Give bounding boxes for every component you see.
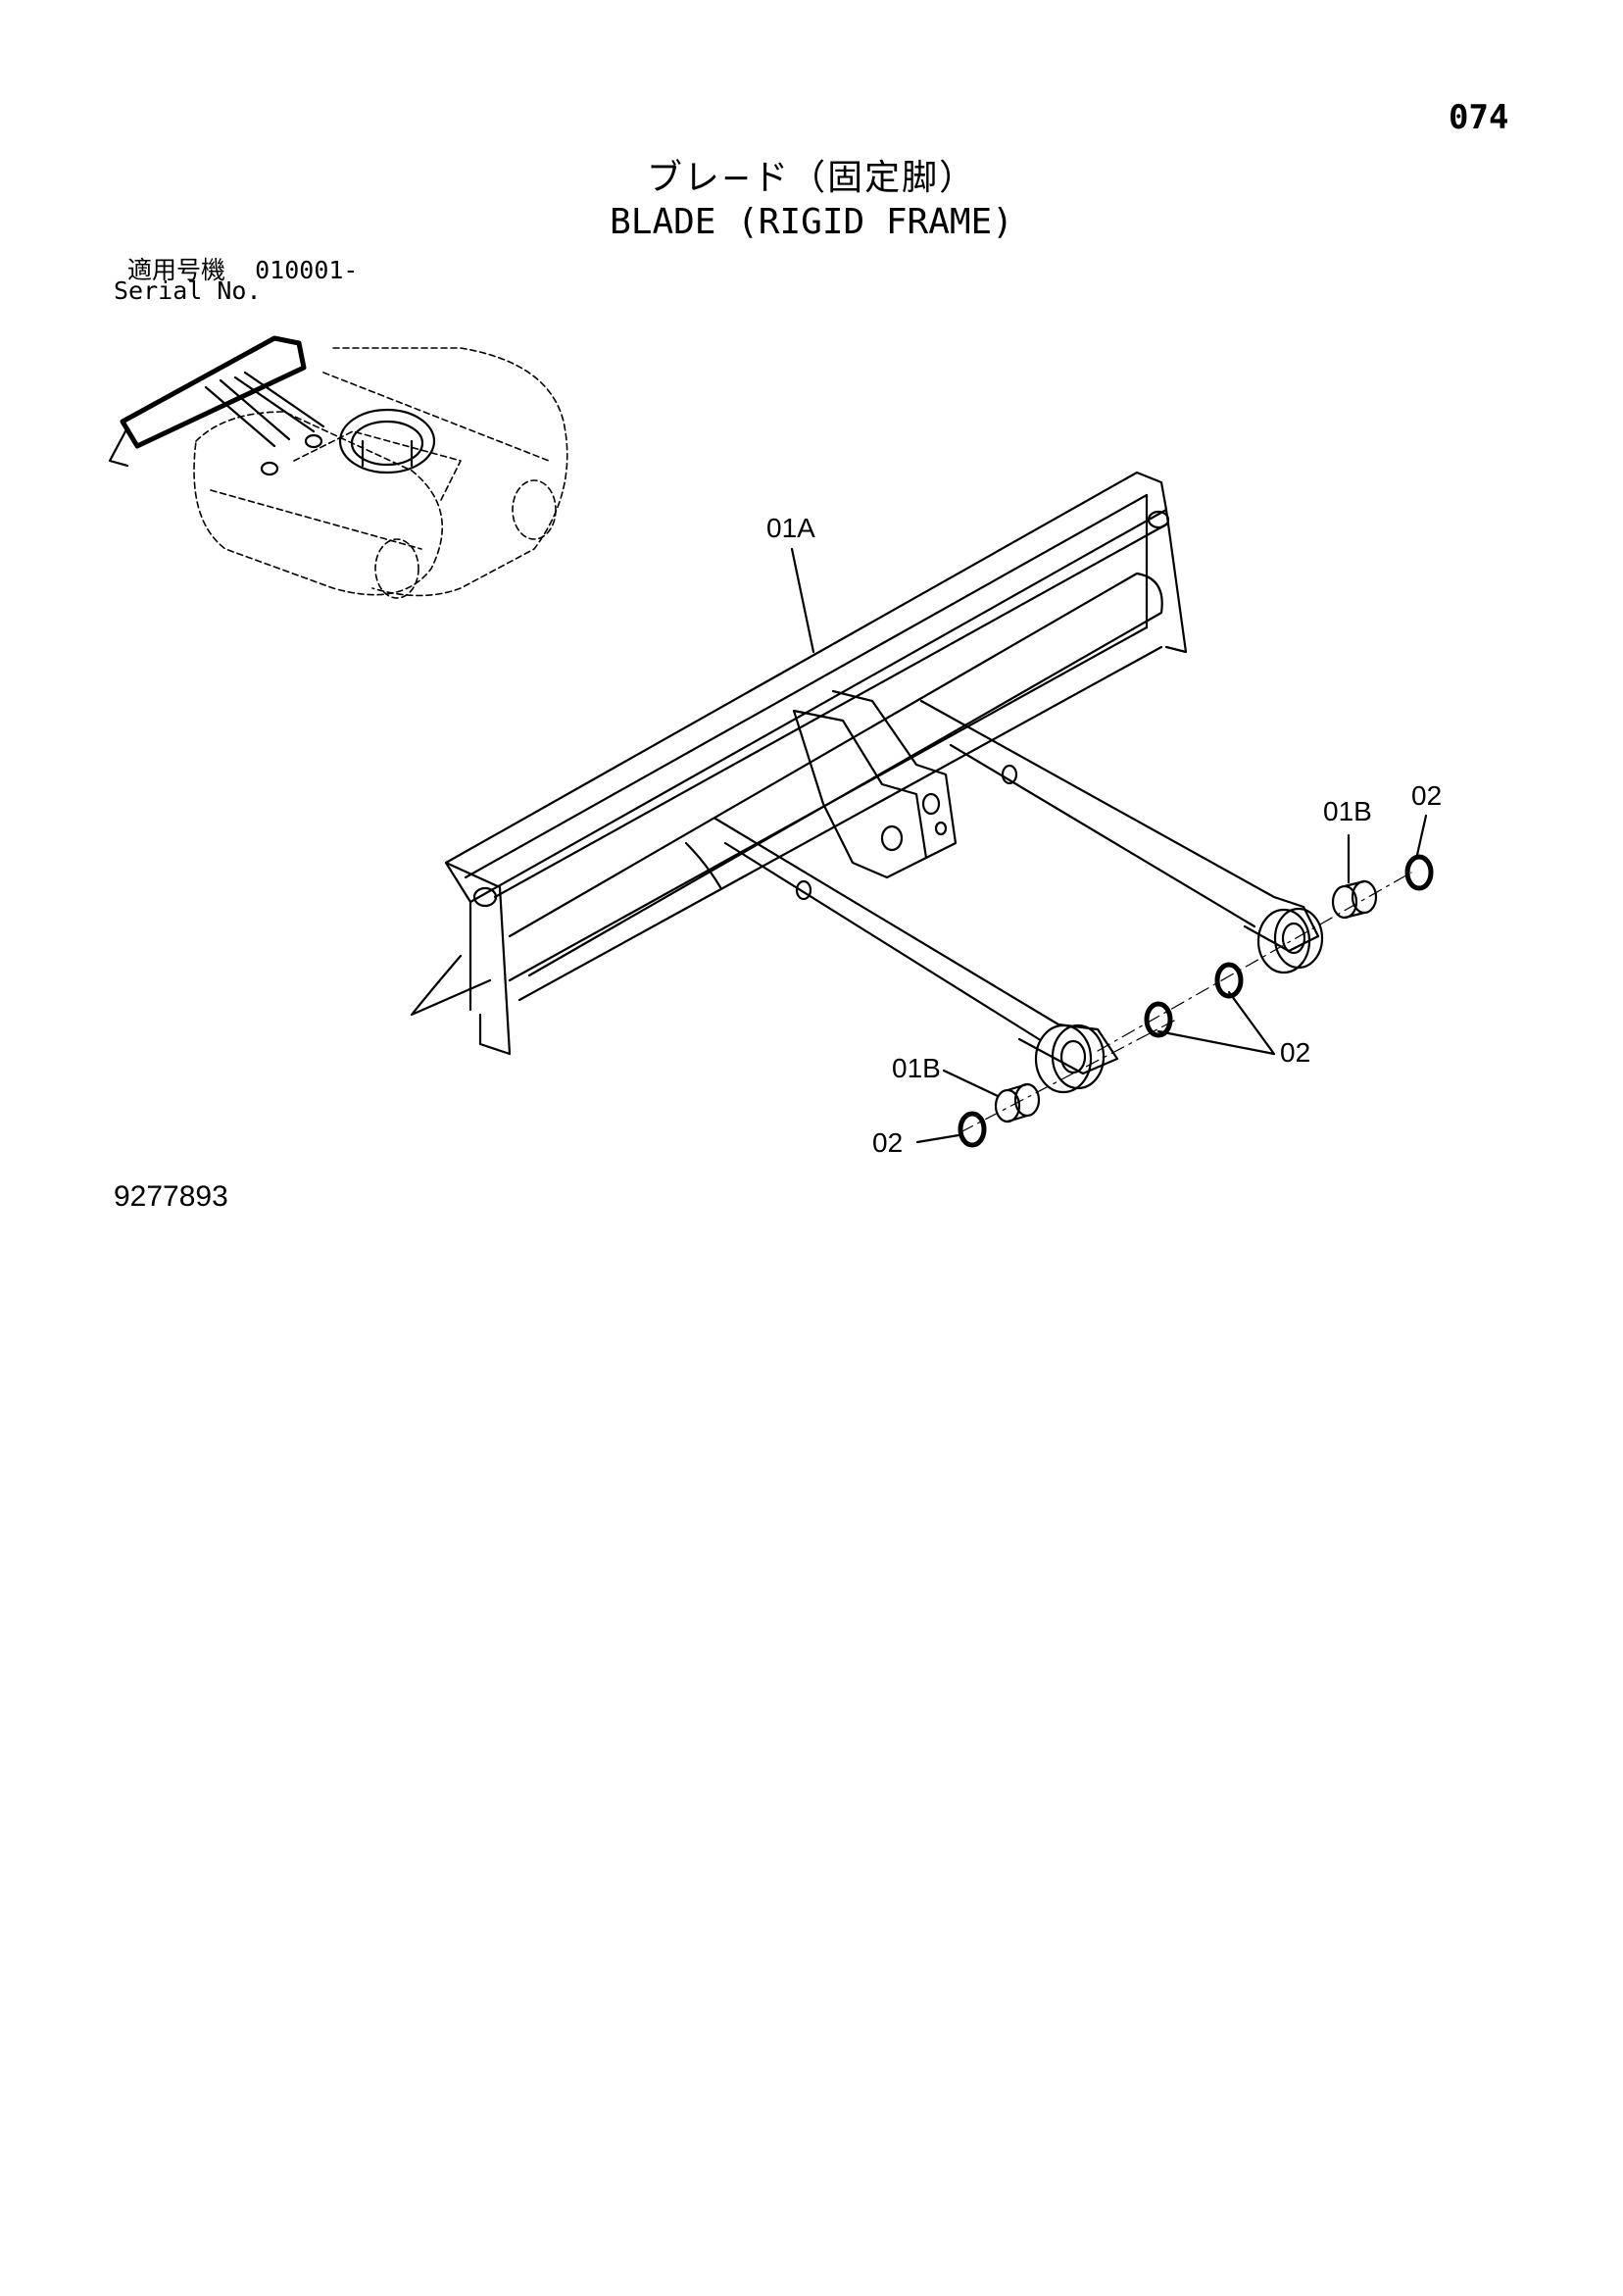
leader-lines: [790, 547, 1428, 1144]
callout-02-bottom: 02: [872, 1127, 904, 1158]
callout-02-middle: 02: [1280, 1037, 1311, 1068]
seal-far-left: [958, 1111, 987, 1148]
drawing-number: 9277893: [114, 1180, 228, 1213]
serial-label-jp: 適用号機 010001-: [127, 251, 358, 286]
machine-overview-blade: [108, 335, 436, 476]
seal-mid-right: [1214, 962, 1244, 999]
serial-label-jp-text: 適用号機: [127, 256, 226, 284]
blade-assembly: [410, 471, 1324, 1094]
seal-far-right: [1404, 854, 1434, 891]
callout-02-top: 02: [1411, 780, 1443, 811]
callout-01B-left: 01B: [892, 1053, 941, 1083]
bushing-left: [994, 1082, 1041, 1123]
bushing-right: [1331, 879, 1378, 920]
title-japanese: ブレ−ド（固定脚）: [646, 158, 977, 198]
serial-value: 010001-: [255, 256, 359, 284]
serial-label-en: Serial No.: [114, 276, 262, 305]
callout-01A: 01A: [766, 513, 815, 543]
page-number: 074: [1449, 98, 1509, 137]
centre-lines: [959, 872, 1412, 1133]
callout-01B-right: 01B: [1323, 796, 1372, 826]
title-english: BLADE (RIGID FRAME): [610, 202, 1013, 242]
machine-overview-sketch: [193, 347, 568, 599]
seal-mid-left: [1144, 1001, 1173, 1038]
